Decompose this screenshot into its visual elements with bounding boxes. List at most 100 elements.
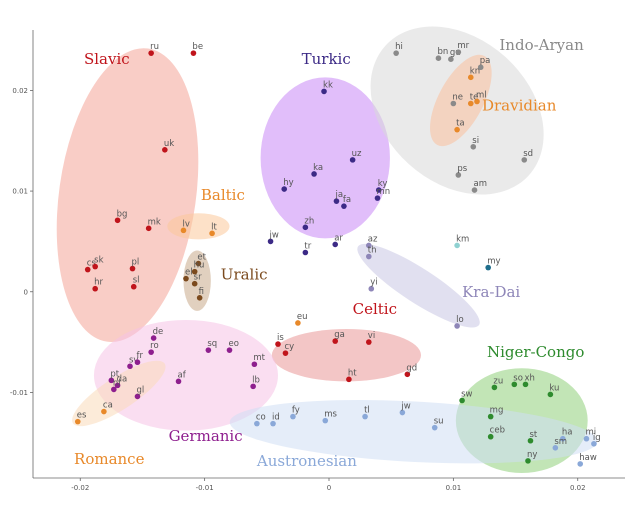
point-label-mr: mr — [457, 41, 469, 51]
point-zu — [491, 384, 498, 391]
family-ellipses — [56, 26, 598, 473]
point-da — [114, 382, 121, 389]
family-label-indo-aryan: Indo-Aryan — [499, 36, 584, 54]
point-be — [190, 50, 197, 56]
point-label-hu: hu — [194, 261, 205, 271]
point-label-ceb: ceb — [490, 426, 505, 436]
point-fa — [341, 203, 347, 209]
point-label-ro: ro — [150, 341, 159, 351]
point-ig — [591, 440, 597, 447]
point-zh — [302, 224, 309, 231]
point-label-ka: ka — [313, 163, 323, 173]
point-label-gl: gl — [136, 385, 144, 395]
point-label-sw: sw — [461, 389, 472, 399]
point-id — [270, 420, 276, 427]
point-sm — [552, 444, 559, 451]
point-cy — [282, 350, 289, 356]
ellipse-austronesian — [229, 400, 598, 464]
y-tick-label: 0 — [24, 288, 28, 296]
point-label-ht: ht — [348, 368, 357, 378]
point-bn — [435, 55, 442, 61]
point-label-id: id — [272, 413, 280, 423]
point-ky — [375, 187, 382, 193]
point-ml — [474, 98, 480, 105]
point-label-ku: ku — [549, 383, 559, 393]
point-label-sr: sr — [194, 273, 202, 283]
point-label-ms: ms — [324, 410, 337, 420]
ellipse-turkic — [260, 77, 390, 239]
point-label-cy: cy — [284, 342, 294, 352]
point-label-tl: tl — [364, 406, 370, 416]
ellipse-uralic — [183, 250, 211, 311]
ellipse-slavic — [56, 48, 199, 342]
point-co — [254, 420, 260, 427]
point-az — [365, 242, 372, 249]
family-label-uralic: Uralic — [221, 266, 268, 284]
point-lt — [209, 230, 215, 237]
point-mg — [487, 413, 494, 420]
point-km — [454, 242, 460, 249]
point-label-jw: jw — [269, 230, 279, 240]
point-label-be: be — [192, 42, 203, 52]
point-jw — [399, 409, 406, 416]
point-mt — [251, 361, 258, 368]
ellipse-dravidian — [430, 54, 492, 147]
point-my — [485, 264, 491, 271]
point-sv — [127, 363, 133, 370]
y-tick-label: -0.01 — [10, 389, 28, 397]
point-label-eu: eu — [297, 312, 308, 322]
point-label-jw: jw — [400, 402, 410, 412]
family-label-austronesian: Austronesian — [256, 452, 357, 470]
point-label-pt: pt — [110, 369, 119, 379]
point-label-bg: bg — [117, 209, 128, 219]
point-label-af: af — [178, 370, 187, 380]
point-label-tr: tr — [304, 241, 311, 251]
point-label-mn: mn — [377, 187, 391, 197]
family-label-niger-congo: Niger-Congo — [487, 343, 584, 361]
point-label-is: is — [277, 333, 284, 343]
point-el — [183, 275, 189, 282]
point-label-ml: ml — [476, 90, 487, 100]
point-af — [175, 378, 182, 385]
point-pa — [477, 64, 484, 71]
point-label-mk: mk — [148, 217, 161, 227]
point-label-et: et — [197, 253, 206, 263]
family-label-romance: Romance — [74, 450, 145, 468]
point-ny — [525, 458, 531, 464]
point-label-pl: pl — [131, 258, 139, 268]
point-label-ja: ja — [334, 190, 343, 200]
point-fr — [134, 359, 141, 366]
point-kn — [467, 74, 474, 81]
point-label-pa: pa — [480, 56, 491, 66]
point-ku — [547, 391, 554, 398]
point-label-ca: ca — [103, 401, 113, 411]
point-sq — [205, 347, 212, 353]
point-haw — [577, 461, 584, 467]
ellipse-baltic — [167, 213, 230, 240]
point-sd — [521, 157, 528, 163]
point-hi — [393, 50, 399, 56]
point-ps — [455, 172, 462, 178]
family-label-turkic: Turkic — [302, 50, 351, 68]
point-label-sl: sl — [133, 276, 140, 286]
x-tick-label: 0 — [327, 484, 331, 492]
point-sl — [130, 283, 137, 290]
point-jw — [267, 238, 274, 245]
point-th — [365, 253, 372, 260]
point-label-vi: vi — [368, 331, 375, 341]
point-label-km: km — [456, 234, 469, 244]
point-label-te: te — [470, 92, 479, 102]
point-ru — [148, 50, 154, 56]
point-fy — [290, 413, 296, 420]
point-label-my: my — [487, 257, 500, 267]
point-sw — [459, 397, 465, 404]
point-label-sd: sd — [523, 149, 533, 159]
point-label-lt: lt — [211, 222, 217, 232]
point-kk — [321, 88, 327, 95]
point-label-da: da — [117, 374, 128, 384]
point-label-sv: sv — [129, 355, 138, 365]
point-gd — [404, 371, 411, 378]
point-es — [74, 418, 81, 425]
